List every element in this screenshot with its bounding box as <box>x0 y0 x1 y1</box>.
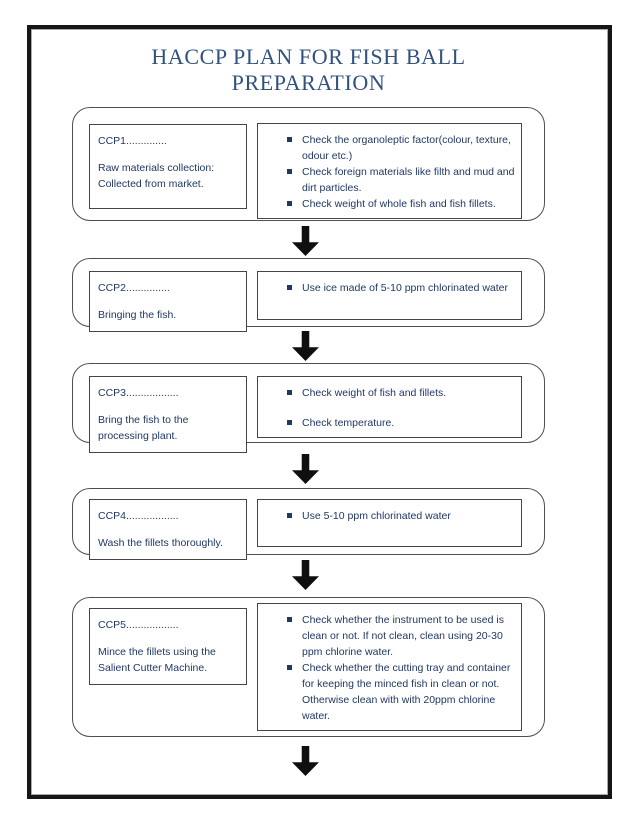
check-item: Check whether the instrument to be used … <box>286 612 517 660</box>
ccp-checks-box: Use 5-10 ppm chlorinated water <box>257 499 522 547</box>
ccp-description: Bringing the fish. <box>98 309 177 321</box>
ccp-block: CCP2............... Bringing the fish. U… <box>72 258 545 332</box>
ccp-checks-box: Check whether the instrument to be used … <box>257 603 522 731</box>
ccp-description: Bring the fish to the processing plant. <box>98 414 189 442</box>
ccp-description: Raw materials collection: Collected from… <box>98 162 215 190</box>
ccp-block: CCP4.................. Wash the fillets … <box>72 488 545 560</box>
ccp-block: CCP1.............. Raw materials collect… <box>72 107 545 221</box>
ccp-checks-box: Check weight of fish and fillets. Check t… <box>257 376 522 438</box>
ccp-step-box: CCP5.................. Mince the fillets… <box>89 608 247 685</box>
ccp-step-box: CCP4.................. Wash the fillets … <box>89 499 247 560</box>
check-item: Check weight of fish and fillets. <box>286 385 517 401</box>
check-item: Check foreign materials like filth and m… <box>286 164 517 196</box>
check-item: Use 5-10 ppm chlorinated water <box>286 508 517 524</box>
check-list: Check whether the instrument to be used … <box>258 610 517 724</box>
ccp-checks-box: Use ice made of 5-10 ppm chlorinated wat… <box>257 271 522 320</box>
check-list: Check the organoleptic factor(colour, te… <box>258 130 517 212</box>
ccp-description: Mince the fillets using the Salient Cutt… <box>98 646 216 674</box>
check-item: Check weight of whole fish and fish fill… <box>286 196 517 212</box>
check-list: Check weight of fish and fillets. Check t… <box>258 383 517 431</box>
check-item: Check the organoleptic factor(colour, te… <box>286 132 517 164</box>
ccp-step-box: CCP2............... Bringing the fish. <box>89 271 247 332</box>
ccp-label: CCP2............... <box>98 282 170 294</box>
check-list: Use 5-10 ppm chlorinated water <box>258 506 517 524</box>
ccp-block: CCP5.................. Mince the fillets… <box>72 597 545 737</box>
ccp-step-box: CCP1.............. Raw materials collect… <box>89 124 247 209</box>
ccp-description: Wash the fillets thoroughly. <box>98 537 223 549</box>
ccp-step-box: CCP3.................. Bring the fish to… <box>89 376 247 453</box>
check-item: Check temperature. <box>286 415 517 431</box>
check-item: Check whether the cutting tray and conta… <box>286 660 517 724</box>
check-item: Use ice made of 5-10 ppm chlorinated wat… <box>286 280 517 296</box>
ccp-label: CCP4.................. <box>98 510 179 522</box>
ccp-label: CCP3.................. <box>98 387 179 399</box>
page-title: HACCP PLAN FOR FISH BALL PREPARATION <box>151 44 466 95</box>
ccp-block: CCP3.................. Bring the fish to… <box>72 363 545 453</box>
page-border <box>27 25 612 799</box>
ccp-label: CCP1.............. <box>98 135 167 147</box>
ccp-checks-box: Check the organoleptic factor(colour, te… <box>257 123 522 219</box>
check-list: Use ice made of 5-10 ppm chlorinated wat… <box>258 278 517 296</box>
ccp-label: CCP5.................. <box>98 619 179 631</box>
